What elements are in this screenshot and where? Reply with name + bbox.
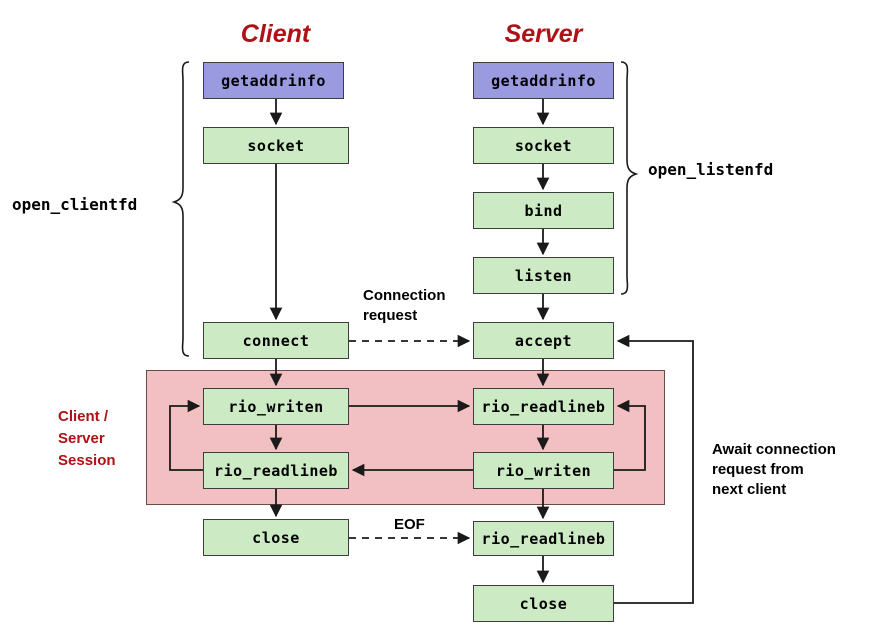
node-server-rio-writen[interactable]: rio_writen — [473, 452, 614, 489]
node-client-socket[interactable]: socket — [203, 127, 349, 164]
brace-open-listenfd — [620, 61, 639, 295]
node-server-bind[interactable]: bind — [473, 192, 614, 229]
node-server-rio-readlineb-2[interactable]: rio_readlineb — [473, 521, 614, 556]
node-server-getaddrinfo[interactable]: getaddrinfo — [473, 62, 614, 99]
client-column-title: Client — [240, 20, 311, 48]
node-server-listen[interactable]: listen — [473, 257, 614, 294]
label-open-listenfd: open_listenfd — [648, 160, 774, 179]
node-client-connect[interactable]: connect — [203, 322, 349, 359]
label-open-clientfd: open_clientfd — [12, 195, 138, 214]
label-client-server-session: Client / Server Session — [58, 408, 116, 469]
server-column-title: Server — [504, 20, 583, 48]
node-client-getaddrinfo[interactable]: getaddrinfo — [203, 62, 344, 99]
label-connection-request: Connection request — [363, 287, 446, 324]
node-client-rio-readlineb[interactable]: rio_readlineb — [203, 452, 349, 489]
node-client-rio-writen[interactable]: rio_writen — [203, 388, 349, 425]
node-server-rio-readlineb[interactable]: rio_readlineb — [473, 388, 614, 425]
node-client-close[interactable]: close — [203, 519, 349, 556]
label-await-connection: Await connection request from next clien… — [712, 441, 836, 498]
brace-open-clientfd — [171, 61, 190, 357]
label-eof: EOF — [394, 516, 425, 533]
node-server-accept[interactable]: accept — [473, 322, 614, 359]
node-server-close[interactable]: close — [473, 585, 614, 622]
node-server-socket[interactable]: socket — [473, 127, 614, 164]
